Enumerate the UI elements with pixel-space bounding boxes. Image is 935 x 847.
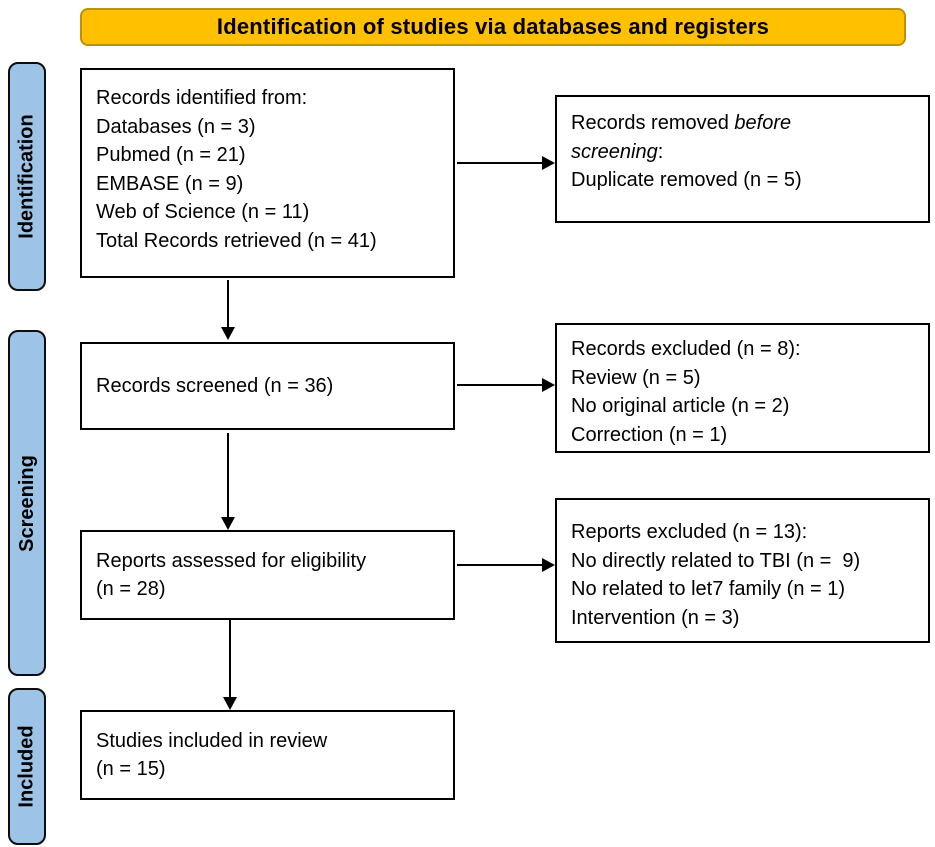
stage-label-included: Included [8,688,46,845]
box-text-line: Records identified from: [96,87,308,109]
box-records-excluded: Records excluded (n = 8): Review (n = 5)… [555,323,930,453]
stage-label-text: Identification [15,114,38,239]
box-text-line: Databases (n = 3) [96,115,256,138]
box-text-line: Duplicate removed (n = 5) [571,169,802,191]
box-text-line: screening: [571,138,916,167]
diagram-title: Identification of studies via databases … [216,14,770,39]
box-text-line: Studies included in review [96,729,328,752]
arrow-down-icon [221,433,235,530]
box-reports-excluded: Reports excluded (n = 13): No directly r… [555,498,930,643]
box-text-line: Intervention (n = 3) [571,606,740,629]
arrow-right-icon [457,156,555,170]
stage-label-text: Screening [15,454,38,552]
box-text-line: (n = 28) [96,578,166,600]
box-text-line: Records screened (n = 36) [96,374,334,397]
box-text-segment: Records removed [571,112,735,134]
box-text-line: Records excluded (n = 8): [571,338,801,360]
box-text-line: EMBASE (n = 9) [96,172,244,195]
box-text-line: Pubmed (n = 21) [96,144,246,166]
box-text-line: Records removed before [571,109,916,138]
box-text-line: No original article (n = 2) [571,395,790,417]
box-records-identified: Records identified from: Databases (n = … [80,68,455,278]
box-text-line: No directly related to TBI (n = 9) [571,549,861,572]
arrow-down-icon [221,280,235,340]
box-text-line: Reports excluded (n = 13): [571,521,808,543]
box-reports-assessed: Reports assessed for eligibility (n = 28… [80,530,455,620]
arrow-down-icon [223,620,237,710]
box-text-line: Total Records retrieved (n = 41) [96,229,377,252]
box-studies-included: Studies included in review (n = 15) [80,710,455,800]
box-text-line: Web of Science (n = 11) [96,201,310,223]
box-records-removed: Records removed before screening: Duplic… [555,95,930,223]
box-text-line: (n = 15) [96,758,166,780]
box-records-screened: Records screened (n = 36) [80,342,455,430]
box-text-italic: screening [571,140,658,163]
diagram-title-banner: Identification of studies via databases … [80,8,906,46]
stage-label-screening: Screening [8,330,46,676]
box-text-line: No related to let7 family (n = 1) [571,578,846,600]
box-text-segment: : [657,140,664,163]
arrow-right-icon [457,378,555,392]
box-text-line: Review (n = 5) [571,366,701,389]
stage-label-text: Included [15,725,38,808]
stage-label-identification: Identification [8,62,46,291]
box-text-line: Correction (n = 1) [571,423,728,446]
box-text-line: Reports assessed for eligibility [96,549,367,572]
box-text-italic: before [734,112,792,134]
arrow-right-icon [457,558,555,572]
